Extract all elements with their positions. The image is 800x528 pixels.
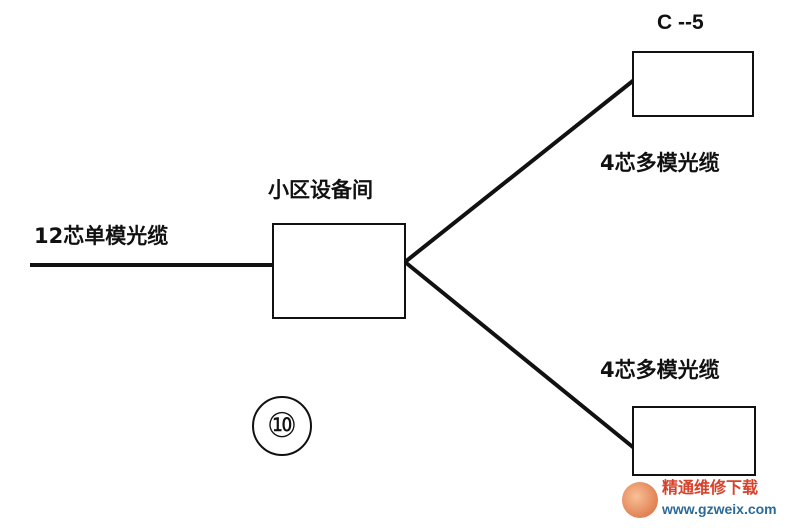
- diagram-number-text: ⑩: [266, 406, 298, 446]
- watermark-title: 精通维修下载: [662, 478, 759, 497]
- top-device-label: C --5: [657, 11, 704, 34]
- bottom-device-box: [632, 406, 756, 476]
- upper-cable-label: 4芯多模光缆: [600, 151, 720, 175]
- top-device-box: [632, 51, 754, 117]
- left-cable-label: 12芯单模光缆: [34, 224, 169, 248]
- upper-branch-line: [403, 78, 636, 264]
- lower-cable-label: 4芯多模光缆: [600, 358, 720, 382]
- equipment-room-box: [272, 223, 406, 319]
- watermark-logo-icon: [622, 482, 658, 518]
- watermark: 精通维修下载 www.gzweix.com: [622, 480, 792, 522]
- lower-branch-line: [403, 260, 636, 450]
- watermark-url: www.gzweix.com: [662, 501, 777, 517]
- diagram-number: ⑩: [252, 396, 312, 456]
- center-room-label: 小区设备间: [268, 178, 373, 202]
